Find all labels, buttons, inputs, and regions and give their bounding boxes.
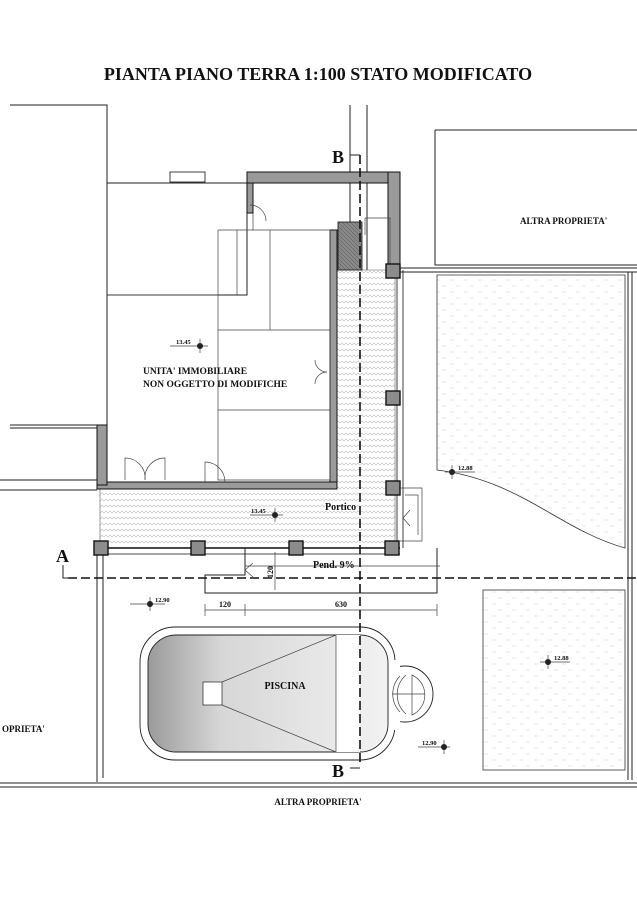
- ramp: [204, 548, 438, 594]
- side-steps: [400, 487, 423, 542]
- elevation-garden-right-top: 12.88: [458, 465, 473, 472]
- elevation-markers: [130, 339, 570, 754]
- unit-label-line2: NON OGGETTO DI MODIFICHE: [143, 380, 287, 390]
- stair-block: [337, 221, 363, 271]
- elevation-garden-pool: 12.90: [422, 740, 437, 747]
- neighbor-label-top-right: ALTRA PROPRIETA': [520, 216, 607, 226]
- ramp-slope-label: Pend. 9%: [313, 560, 355, 571]
- portico-columns: [93, 263, 404, 556]
- elevation-garden-left: 12.90: [155, 597, 170, 604]
- section-a-marker: A: [56, 546, 69, 566]
- unit-label-line1: UNITA' IMMOBILIARE: [143, 367, 247, 377]
- elevation-garden-right-bottom: 12.88: [554, 655, 569, 662]
- garden-area-right: [436, 274, 626, 549]
- offset-dimension: 120: [219, 600, 231, 609]
- property-lines: [0, 104, 637, 788]
- entrance-door: [124, 457, 166, 481]
- neighbor-label-left: OPRIETA': [2, 724, 45, 734]
- back-door: [249, 204, 267, 222]
- building-walls: [96, 171, 401, 490]
- drawing-title: PIANTA PIANO TERRA 1:100 STATO MODIFICAT…: [104, 64, 532, 84]
- neighbor-label-bottom: ALTRA PROPRIETA': [274, 797, 361, 807]
- ramp-arrow: [244, 552, 440, 590]
- elevation-portico: 13.45: [251, 508, 266, 515]
- swimming-pool: [139, 626, 434, 761]
- elevation-interior: 13.45: [176, 339, 191, 346]
- pool-label: PISCINA: [264, 681, 306, 692]
- window-door: [314, 359, 328, 385]
- garden-area-bottom-right: [482, 589, 626, 771]
- length-dimension: 630: [335, 600, 347, 609]
- ramp-depth-dimension: 120: [266, 566, 275, 578]
- portico-label: Portico: [325, 502, 356, 513]
- section-b-marker-top: B: [332, 147, 344, 167]
- dimension-line: [204, 604, 438, 616]
- service-door: [204, 461, 226, 483]
- section-b-marker-bottom: B: [332, 761, 344, 781]
